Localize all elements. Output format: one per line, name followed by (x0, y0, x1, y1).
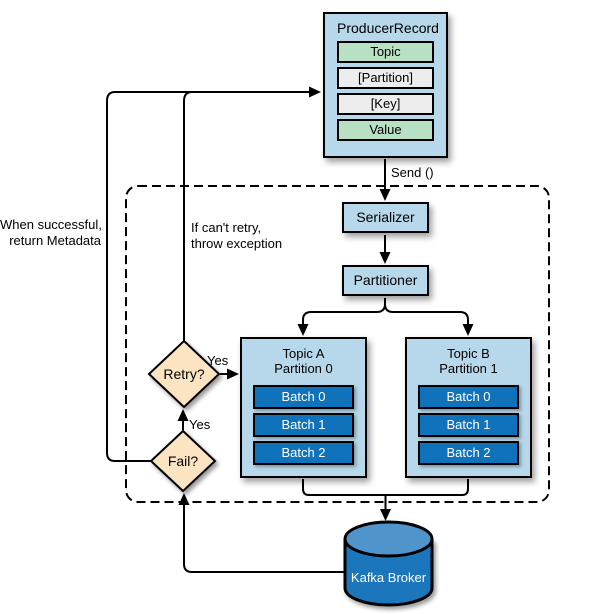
topic-b-title: Topic B Partition 1 (418, 346, 519, 376)
topic-b-box: Topic B Partition 1 Batch 0 Batch 1 Batc… (405, 337, 532, 478)
field-partition: [Partition] (337, 67, 434, 89)
kafka-broker-cylinder (343, 520, 434, 607)
fail-yes-label: Yes (189, 417, 211, 432)
topic-b-name: Topic B (447, 346, 490, 361)
field-key: [Key] (337, 93, 434, 115)
fail-decision-label: Fail? (167, 453, 199, 469)
send-label: Send () (391, 165, 434, 180)
cant-retry-annotation-line2: throw exception (191, 236, 283, 251)
cant-retry-annotation: If can't retry, throw exception (191, 220, 282, 252)
retry-decision-label: Retry? (163, 366, 205, 382)
topic-b-partition: Partition 1 (439, 361, 498, 376)
field-value: Value (337, 119, 434, 141)
partitioner-box: Partitioner (342, 265, 429, 296)
producer-internals-boundary (125, 185, 550, 503)
success-annotation: When successful, return Metadata (0, 217, 102, 249)
topic-a-batch-1: Batch 1 (253, 413, 354, 437)
edge-partitioner-to-topic-b (384, 298, 474, 336)
cant-retry-annotation-line1: If can't retry, (191, 220, 262, 235)
topic-b-batch-0: Batch 0 (418, 385, 519, 409)
success-annotation-line2: return Metadata (9, 233, 101, 248)
edge-partitioner-to-topic-a (297, 298, 386, 336)
retry-yes-label: Yes (207, 353, 229, 368)
serializer-box: Serializer (342, 202, 429, 233)
producer-record-box: ProducerRecord Topic [Partition] [Key] V… (323, 12, 448, 158)
topic-a-name: Topic A (282, 346, 325, 361)
success-annotation-line1: When successful, (0, 217, 102, 232)
field-topic: Topic (337, 41, 434, 63)
kafka-broker-label: Kafka Broker (350, 570, 427, 585)
topic-a-partition: Partition 0 (274, 361, 333, 376)
topic-a-title: Topic A Partition 0 (253, 346, 354, 376)
topic-a-box: Topic A Partition 0 Batch 0 Batch 1 Batc… (240, 337, 367, 478)
fail-decision-shape (149, 429, 217, 493)
topic-a-batch-0: Batch 0 (253, 385, 354, 409)
producer-record-title: ProducerRecord (337, 20, 439, 36)
edge-success-return-loop (106, 91, 316, 462)
topic-b-batch-1: Batch 1 (418, 413, 519, 437)
retry-decision-shape (147, 339, 221, 409)
topic-b-batch-2: Batch 2 (418, 441, 519, 465)
edge-topics-merge (302, 479, 469, 496)
edge-cant-retry-loop (183, 86, 321, 341)
topic-a-batch-2: Batch 2 (253, 441, 354, 465)
edge-broker-to-fail (178, 493, 345, 573)
